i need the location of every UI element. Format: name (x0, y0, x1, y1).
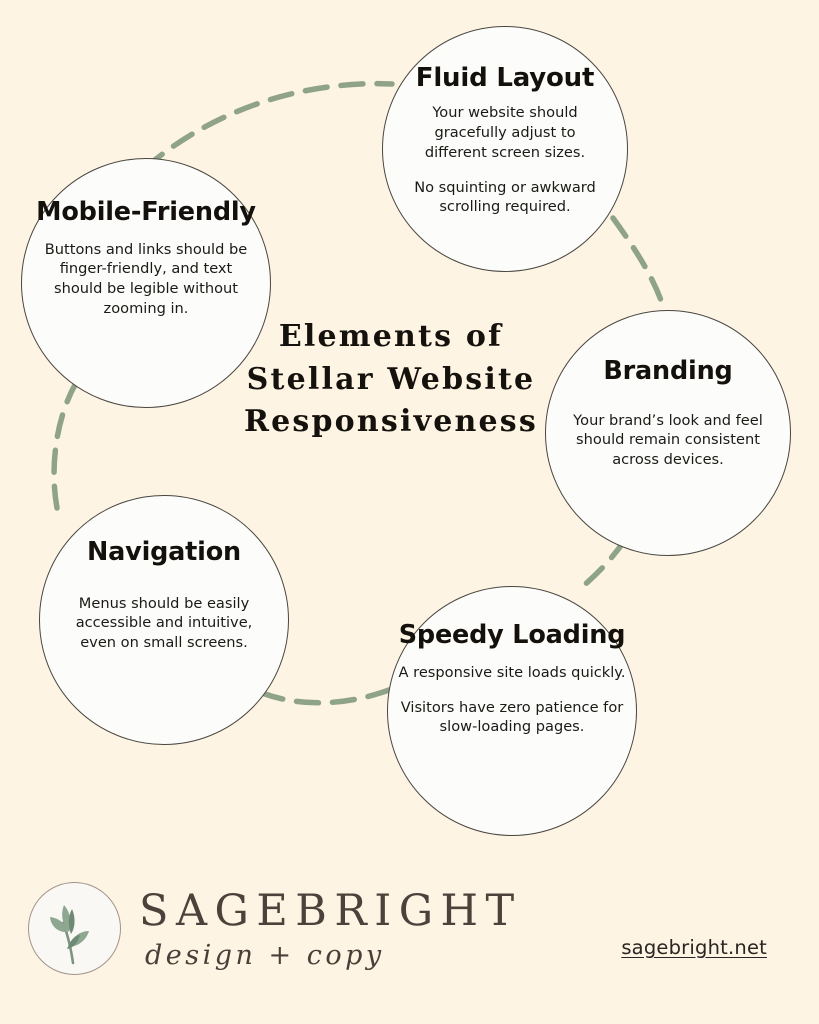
logo-wordmark: SAGEBRIGHT design + copy (139, 886, 522, 971)
node-mobile-friendly[interactable]: Mobile-Friendly Buttons and links should… (21, 158, 271, 408)
footer: SAGEBRIGHT design + copy sagebright.net (0, 874, 819, 1024)
leaf-sprig-icon (49, 904, 89, 964)
connector-navigation-to-mobile (51, 380, 79, 511)
node-paragraph: Your website should gracefully adjust to… (424, 104, 586, 161)
node-body-mobile-friendly: Buttons and links should be finger-frien… (44, 240, 248, 319)
connector-branding-to-speedy (573, 537, 628, 595)
page-title-line-2: Stellar Website (246, 361, 536, 397)
node-speedy-loading[interactable]: Speedy Loading A responsive site loads q… (387, 586, 637, 836)
node-paragraph: Buttons and links should be finger-frien… (44, 240, 248, 317)
node-body-branding: Your brand’s look and feel should remain… (561, 411, 775, 470)
node-paragraph: Visitors have zero patience for slow-loa… (400, 698, 624, 736)
node-navigation[interactable]: Navigation Menus should be easily access… (39, 495, 289, 745)
node-fluid-layout[interactable]: Fluid Layout Your website should gracefu… (382, 26, 628, 272)
page-title: Elements of Stellar Website Responsivene… (205, 316, 577, 444)
logo-badge (28, 882, 121, 975)
website-url-link[interactable]: sagebright.net (621, 936, 767, 959)
logo-tagline: design + copy (145, 940, 385, 971)
node-title-navigation: Navigation (87, 537, 241, 567)
node-title-mobile-friendly: Mobile-Friendly (36, 197, 256, 227)
logo-name: SAGEBRIGHT (139, 886, 522, 936)
node-title-branding: Branding (603, 356, 733, 386)
connector-speedy-to-navigation (259, 687, 392, 706)
node-paragraph: No squinting or awkward scrolling requir… (414, 178, 596, 216)
node-body-navigation: Menus should be easily accessible and in… (62, 594, 266, 653)
logo[interactable]: SAGEBRIGHT design + copy (28, 882, 522, 975)
node-body-fluid-layout: Your website should gracefully adjust to… (405, 103, 605, 217)
node-paragraph: Your brand’s look and feel should remain… (573, 411, 763, 469)
node-branding[interactable]: Branding Your brand’s look and feel shou… (545, 310, 791, 556)
node-title-fluid-layout: Fluid Layout (415, 63, 595, 93)
page-title-line-3: Responsiveness (244, 404, 538, 440)
node-paragraph: Menus should be easily accessible and in… (75, 594, 253, 652)
node-paragraph: A responsive site loads quickly. (398, 663, 626, 681)
node-title-speedy-loading: Speedy Loading (398, 620, 626, 650)
node-body-speedy-loading: A responsive site loads quickly. Visitor… (396, 663, 628, 737)
connector-fluid-to-branding (610, 215, 667, 312)
